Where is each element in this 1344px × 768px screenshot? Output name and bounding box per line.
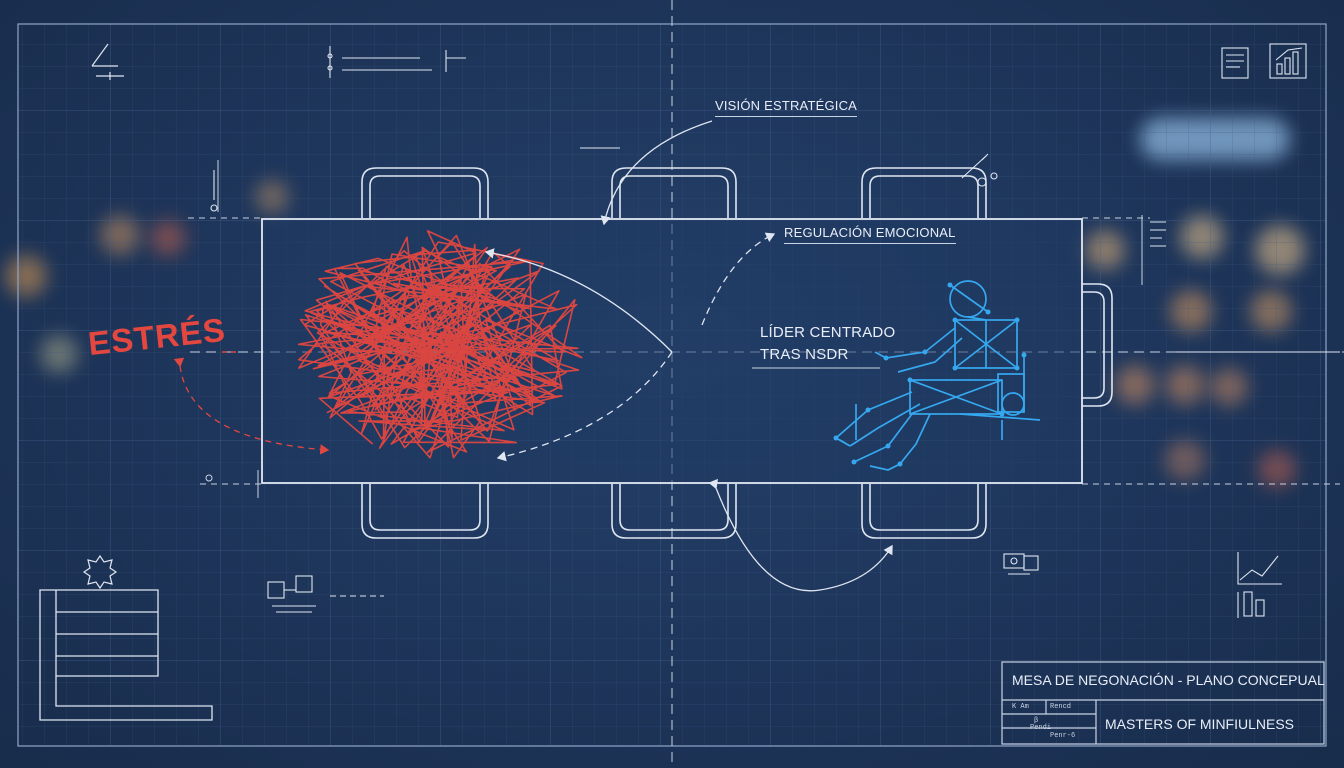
chair-top-center — [611, 167, 737, 218]
title-block-cell: K Am — [1012, 703, 1029, 711]
title-block — [1001, 661, 1325, 745]
arrow-regulation-up — [701, 232, 776, 326]
document-icon — [1221, 47, 1249, 79]
emotional-regulation-label: REGULACIÓN EMOCIONAL — [784, 225, 956, 244]
title-block-cell: Pendi — [1030, 724, 1052, 732]
title-block-cell: Penr-6 — [1050, 732, 1076, 740]
title-block-cell: β — [1034, 717, 1039, 725]
title-block-brand: MASTERS OF MINFIULNESS — [1105, 716, 1295, 732]
dimension-point — [205, 474, 213, 482]
title-block-cell: Rencd — [1050, 703, 1072, 711]
triangle-icon — [91, 43, 124, 80]
pencil-icon — [961, 153, 998, 187]
spec-marks — [1150, 221, 1340, 353]
arrow-to-scribble — [484, 248, 673, 353]
measure-marks — [210, 46, 620, 212]
bar-chart-icon — [1237, 552, 1282, 618]
camera-icon — [1003, 553, 1039, 575]
arrow-bottom-loop — [708, 478, 893, 592]
centered-leader-figure — [835, 280, 1041, 471]
title-block-title: MESA DE NEGONACIÓN - PLANO CONCEPUAL — [1012, 672, 1325, 688]
arrow-vision — [600, 120, 713, 226]
cabinet-diagram — [39, 589, 213, 721]
stress-scribble — [297, 230, 583, 459]
chair-bottom-left — [361, 484, 489, 539]
chart-icon — [1269, 43, 1307, 79]
strategic-vision-label: VISIÓN ESTRATÉGICA — [715, 98, 858, 117]
centered-leader-label-line1: LÍDER CENTRADO — [760, 324, 896, 341]
arrow-regulation-down — [496, 351, 673, 462]
centered-leader-label-line2: TRAS NSDR — [760, 346, 849, 363]
chair-top-left — [361, 167, 489, 218]
gear-icon — [82, 554, 118, 590]
leader-joints — [833, 282, 1027, 467]
chair-end-right — [1082, 283, 1113, 407]
node-boxes — [267, 575, 384, 613]
